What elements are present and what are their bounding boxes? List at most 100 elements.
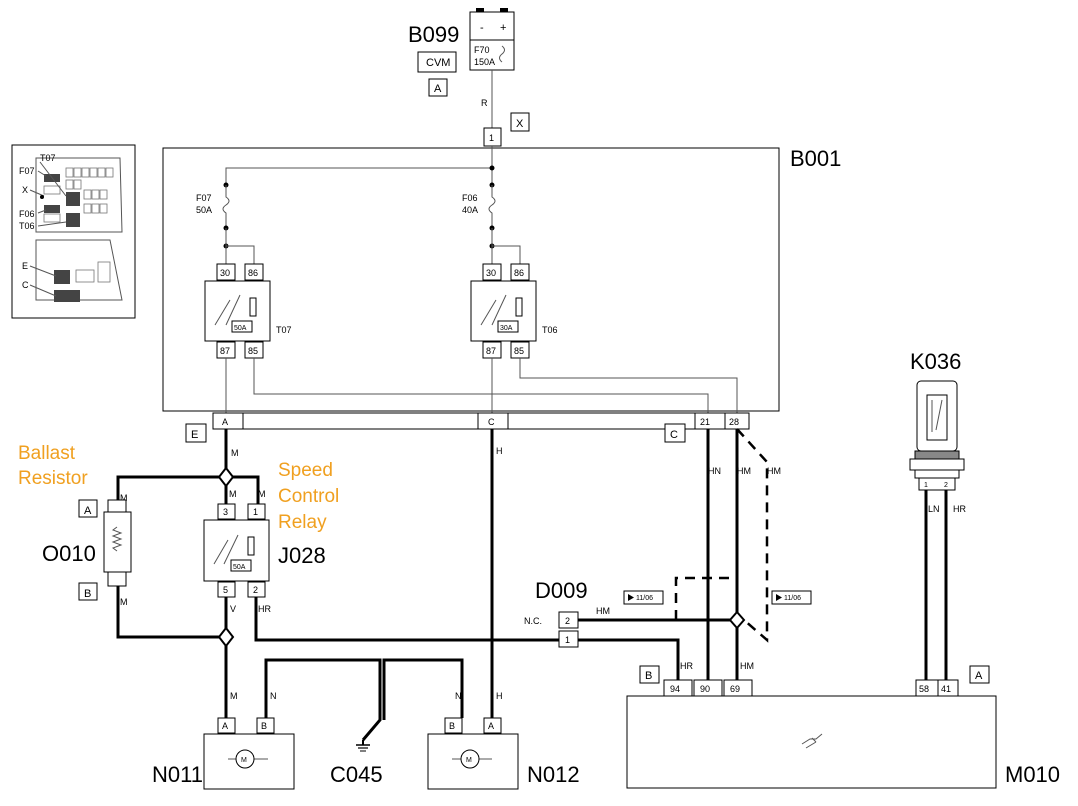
d009-pin-1: 1 xyxy=(565,635,570,645)
wire-label-m6: M xyxy=(230,691,238,701)
motor-icon xyxy=(235,749,255,769)
date-note-1: 11/06 xyxy=(623,590,664,605)
wire-label-hr2: HR xyxy=(680,661,693,671)
t06-pin-87: 87 xyxy=(486,346,496,356)
cvm-label: CVM A xyxy=(417,51,457,97)
b001-conn-e xyxy=(185,423,207,443)
resistor-o010: A B O010 xyxy=(42,499,132,601)
d009-code: D009 xyxy=(535,578,588,603)
battery-code: B099 xyxy=(408,22,459,47)
m010-pin-69: 69 xyxy=(730,684,740,694)
inset-c: C xyxy=(22,280,29,290)
inset-x: X xyxy=(22,185,28,195)
ecu-m010: 94 90 69 58 41 B A M010 xyxy=(626,665,1060,789)
m010-pin-94: 94 xyxy=(670,684,680,694)
motor-icon xyxy=(460,749,480,769)
wire-label-hm2: HM xyxy=(767,466,781,476)
o010-code: O010 xyxy=(42,541,96,566)
n011-code: N011 xyxy=(152,762,203,787)
fusebox-code: B001 xyxy=(790,146,841,171)
wire-label-h1: H xyxy=(496,446,503,456)
b001-conn-c xyxy=(664,423,686,443)
annotation-speed-3: Relay xyxy=(278,512,327,533)
annotation-ballast-1: Ballast xyxy=(18,443,76,464)
wire-label-h2: H xyxy=(496,691,503,701)
m010-conn-a: A xyxy=(975,670,983,682)
j028-pin-1: 1 xyxy=(253,507,258,517)
wire-labels: M M M M M V HR M N N H H HN HM HM HM HR … xyxy=(120,446,966,701)
t07-pin-30: 30 xyxy=(220,268,230,278)
svg-text:M: M xyxy=(241,757,247,764)
o010-conn-b: B xyxy=(84,588,91,600)
fuse-f06-name: F06 xyxy=(462,193,478,203)
cvm-text: CVM xyxy=(426,57,450,69)
wire-r-label: R xyxy=(481,98,488,108)
t06-rating: 30A xyxy=(500,325,513,332)
inset-location-diagram: T07 F07 X F06 T06 E C xyxy=(11,144,136,319)
wire-label-hm4: HM xyxy=(740,661,754,671)
n011-pin-b: B xyxy=(261,721,267,731)
wire-label-hm3: HM xyxy=(596,606,610,616)
t07-rating: 50A xyxy=(234,325,247,332)
wire-label-n1: N xyxy=(270,691,277,701)
t06-pin-85: 85 xyxy=(514,346,524,356)
t07-pin-85: 85 xyxy=(248,346,258,356)
m010-code: M010 xyxy=(1005,762,1060,787)
wire-label-m4: M xyxy=(258,489,266,499)
battery-plus: + xyxy=(500,22,506,34)
j028-pin-5: 5 xyxy=(223,585,228,595)
date-note-2-text: 11/06 xyxy=(784,595,801,602)
sensor-k036: K036 1 2 xyxy=(909,349,965,491)
battery-minus: - xyxy=(480,22,484,34)
ground-c045: C045 xyxy=(330,740,383,787)
n012-pin-b: B xyxy=(449,721,455,731)
c045-code: C045 xyxy=(330,762,383,787)
relay-t06: 30 86 30A T06 87 85 xyxy=(470,263,558,359)
b001-conn-x xyxy=(510,112,530,132)
t06-code: T06 xyxy=(542,325,558,335)
wire-label-hr3: HR xyxy=(953,504,966,514)
t07-code: T07 xyxy=(276,325,292,335)
b001-conn-x-text: X xyxy=(516,118,524,130)
thick-wires xyxy=(116,429,948,741)
annotation-ballast-2: Resistor xyxy=(18,468,88,489)
b001-out-a-text: A xyxy=(222,417,228,427)
wire-label-n2: N xyxy=(455,691,462,701)
svg-text:M: M xyxy=(466,757,472,764)
wire-label-v: V xyxy=(230,604,236,614)
inset-t07: T07 xyxy=(40,153,56,163)
ecu-icon xyxy=(801,733,823,749)
fuse-f07-name: F07 xyxy=(196,193,212,203)
relay-t07: 30 86 50A T07 87 85 xyxy=(204,263,292,359)
fan-n012: B A M N012 xyxy=(427,717,580,790)
j028-rating: 50A xyxy=(233,564,246,571)
fuse-f07-rating: 50A xyxy=(196,205,212,215)
inset-f07: F07 xyxy=(19,166,35,176)
battery-symbol xyxy=(469,11,515,41)
k036-code: K036 xyxy=(910,349,961,374)
inset-t06: T06 xyxy=(19,221,35,231)
m010-pin-41: 41 xyxy=(941,684,951,694)
j028-pin-2: 2 xyxy=(253,585,258,595)
n011-pin-a: A xyxy=(222,721,228,731)
date-note-2: 11/06 xyxy=(771,590,812,605)
b001-out-c-text: C xyxy=(488,417,495,427)
t07-pin-86: 86 xyxy=(248,268,258,278)
t07-pin-87: 87 xyxy=(220,346,230,356)
j028-pin-3: 3 xyxy=(223,507,228,517)
b001-out-21-text: 21 xyxy=(700,417,710,427)
k036-pin-2: 2 xyxy=(944,482,948,489)
fuse-f70-rating: 150A xyxy=(474,57,495,67)
m010-pin-58: 58 xyxy=(919,684,929,694)
cvm-conn: A xyxy=(434,83,442,95)
wire-label-hr1: HR xyxy=(258,604,271,614)
inset-f06: F06 xyxy=(19,209,35,219)
o010-conn-a: A xyxy=(84,505,92,517)
n012-pin-a: A xyxy=(488,721,494,731)
d009-pin-2: 2 xyxy=(565,616,570,626)
wire-label-hm1: HM xyxy=(737,466,751,476)
annotation-speed-1: Speed xyxy=(278,460,333,481)
t06-pin-30: 30 xyxy=(486,268,496,278)
m010-conn-b: B xyxy=(645,670,652,682)
